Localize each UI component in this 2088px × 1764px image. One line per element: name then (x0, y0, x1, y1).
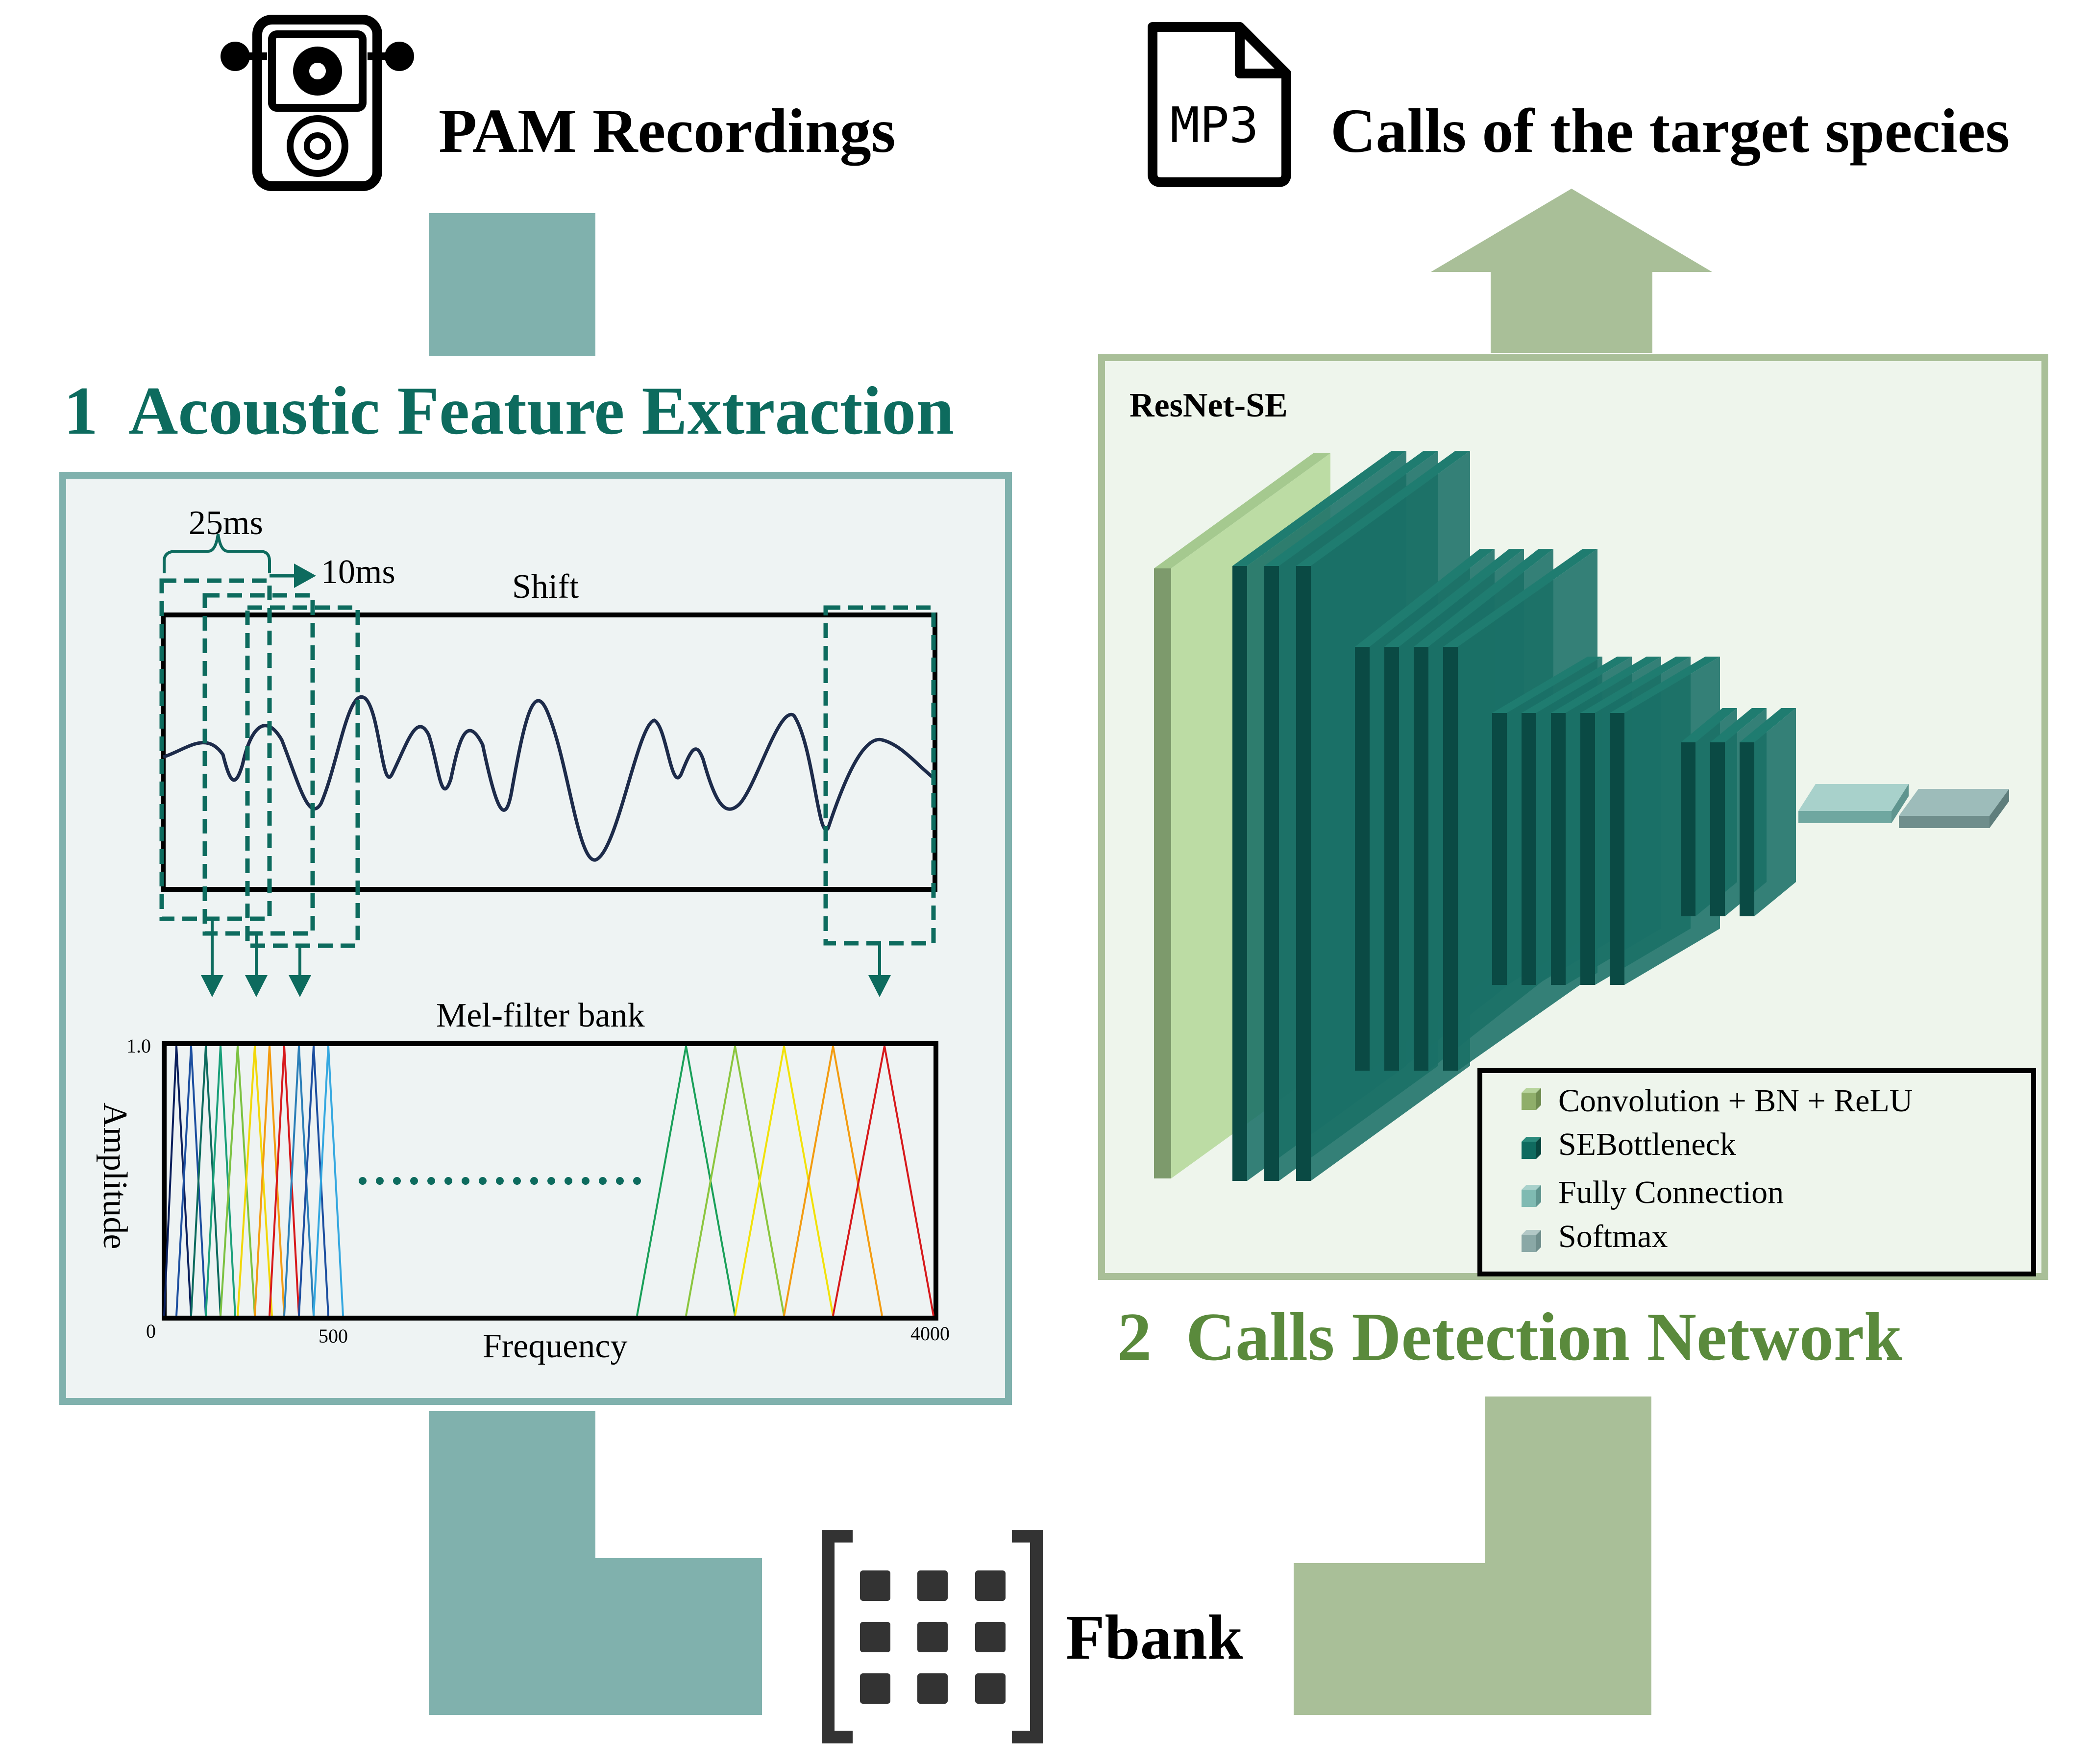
legend-swatch-fc-icon (1522, 1185, 1541, 1207)
legend-swatch-conv-icon (1522, 1088, 1541, 1110)
legend-swatch-se-bottleneck-icon (1522, 1137, 1541, 1159)
filterbank-low-triangles (163, 1046, 344, 1316)
resnet-se-label: ResNet-SE (1130, 387, 1288, 424)
shift-label: Shift (512, 568, 579, 606)
recorder-icon (221, 15, 414, 191)
pam-recordings-label: PAM Recordings (439, 96, 896, 166)
legend-label-conv: Convolution + BN + ReLU (1558, 1083, 1913, 1119)
softmax-block (1899, 789, 2009, 828)
frame-length-brace (163, 534, 271, 573)
fbank-label: Fbank (1066, 1602, 1243, 1673)
fbank-matrix-icon (822, 1530, 1043, 1743)
target-calls-label: Calls of the target species (1330, 96, 2010, 166)
fully-connection-block (1798, 784, 1909, 823)
se-bottleneck-stage-3 (1492, 657, 1720, 985)
filterbank-high-triangles (636, 1046, 934, 1316)
mp3-label: MP3 (1170, 97, 1259, 154)
frame-shift-label: 10ms (321, 553, 395, 591)
analysis-frame-1 (159, 578, 272, 921)
flow-arrow-up-output (1431, 189, 1712, 353)
x-axis-label: Frequency (483, 1327, 627, 1365)
legend-swatch-softmax-icon (1522, 1230, 1541, 1252)
legend-label-softmax: Softmax (1558, 1219, 1668, 1254)
flow-arrow-elbow-left (429, 1411, 762, 1715)
legend-label-fc: Fully Connection (1558, 1175, 1784, 1210)
legend-label-se-bottleneck: SEBottleneck (1558, 1127, 1736, 1162)
x-tick-500: 500 (319, 1325, 348, 1347)
filterbank-title: Mel-filter bank (436, 997, 645, 1034)
frame-to-filterbank-arrows (201, 919, 891, 997)
network-architecture (1154, 451, 2009, 1181)
network-legend (1477, 1068, 2036, 1276)
network-title: 2 Calls Detection Network (1117, 1299, 1902, 1375)
se-bottleneck-stage-4 (1681, 708, 1796, 916)
frame-length-label: 25ms (189, 504, 263, 542)
filterbank-ellipsis (359, 1177, 641, 1185)
analysis-frame-2 (202, 593, 315, 936)
analysis-frame-3 (245, 605, 360, 948)
x-tick-4000: 4000 (910, 1323, 950, 1345)
frame-shift-arrowhead (294, 564, 316, 588)
y-tick-top: 1.0 (126, 1035, 151, 1057)
x-tick-0: 0 (146, 1320, 156, 1342)
flow-arrow-down-top (429, 213, 595, 356)
y-axis-label: Amplitude (96, 1102, 134, 1249)
feature-extraction-title: 1 Acoustic Feature Extraction (64, 373, 954, 449)
flow-arrow-elbow-right (1294, 1396, 1651, 1715)
mp3-file-icon: MP3 (1148, 22, 1291, 187)
